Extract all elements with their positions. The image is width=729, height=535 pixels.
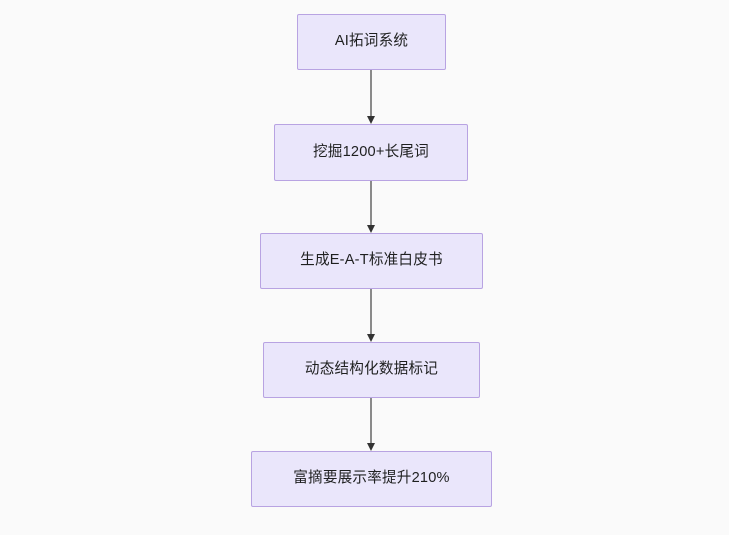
flowchart-node-dynamic-structured-data-markup[interactable]: 动态结构化数据标记 (263, 342, 480, 398)
arrowhead-icon (366, 334, 375, 342)
edge-line (370, 70, 372, 117)
edge-line (370, 289, 372, 335)
edge-line (370, 398, 372, 444)
edge-n1-n2 (366, 70, 375, 124)
flowchart-node-mine-longtail-keywords[interactable]: 挖掘1200+长尾词 (274, 124, 468, 181)
node-label: 动态结构化数据标记 (304, 361, 439, 378)
arrowhead-icon (366, 225, 375, 233)
node-label: 生成E-A-T标准白皮书 (300, 252, 443, 269)
edge-line (370, 181, 372, 226)
edge-n3-n4 (366, 289, 375, 342)
edge-n2-n3 (366, 181, 375, 233)
flowchart-node-generate-eat-whitepaper[interactable]: 生成E-A-T标准白皮书 (260, 233, 483, 289)
node-label: AI拓词系统 (334, 33, 409, 50)
flowchart-node-ai-keyword-system[interactable]: AI拓词系统 (297, 14, 446, 70)
node-label: 挖掘1200+长尾词 (313, 143, 429, 160)
node-label: 富摘要展示率提升210% (293, 470, 450, 487)
edge-n4-n5 (366, 398, 375, 451)
flowchart-node-rich-snippet-rate-increase[interactable]: 富摘要展示率提升210% (251, 451, 492, 507)
arrowhead-icon (366, 116, 375, 124)
arrowhead-icon (366, 443, 375, 451)
